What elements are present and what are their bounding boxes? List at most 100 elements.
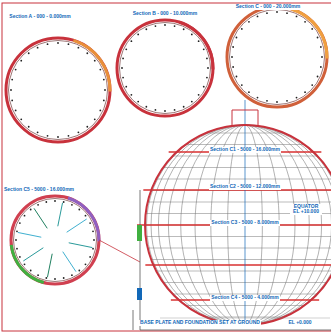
stiffener-dot <box>125 48 127 50</box>
stiffener-dot <box>231 56 233 58</box>
stiffener-dot <box>89 256 91 258</box>
section-label: Section B - 000 - 10.000mm <box>132 11 198 17</box>
stiffener-dot <box>317 76 319 78</box>
stiffener-dot <box>145 28 147 30</box>
section-ring <box>227 7 328 107</box>
stiffener-dot <box>11 100 13 102</box>
stiffener-dot <box>37 47 39 49</box>
stiffener-dot <box>37 274 39 276</box>
stiffener-dot <box>137 101 139 103</box>
stiffener-dot <box>85 215 87 217</box>
stiffener-dot <box>57 42 59 44</box>
stiffener-dot <box>15 239 17 241</box>
stiffener-dot <box>248 91 250 93</box>
stiffener-dot <box>77 47 79 49</box>
spoke <box>47 254 52 278</box>
stiffener-dot <box>30 209 32 211</box>
stiffener-dot <box>174 109 176 111</box>
stiffener-dot <box>92 230 94 232</box>
stiffener-dot <box>78 270 80 272</box>
stiffener-dot <box>257 16 259 18</box>
stiffener-dot <box>206 77 208 79</box>
stiffener-dot <box>94 118 96 120</box>
support-marker <box>137 225 142 241</box>
sphere-elevation <box>133 100 331 330</box>
stiffener-dot <box>257 97 259 99</box>
stiffener-dot <box>183 106 185 108</box>
ring-inner <box>9 41 108 140</box>
stiffener-dot <box>78 209 80 211</box>
stiffener-dot <box>130 40 132 42</box>
stiffener-dot <box>47 135 49 137</box>
ring-segment <box>291 8 328 59</box>
dimension-line <box>160 318 330 319</box>
stiffener-dot <box>203 86 205 88</box>
stiffener-dot <box>276 101 278 103</box>
section-label: EL +0.000 <box>287 320 312 326</box>
stiffener-dot <box>320 66 322 68</box>
section-label: Section C1 - 5000 - 16.000mm <box>209 147 281 153</box>
stiffener-dot <box>57 136 59 138</box>
stiffener-dot <box>183 28 185 30</box>
stiffener-dot <box>99 109 101 111</box>
stiffener-dot <box>145 106 147 108</box>
stiffener-dot <box>296 16 298 18</box>
stiffener-dot <box>236 37 238 39</box>
stiffener-dot <box>19 222 21 224</box>
stiffener-dot <box>276 11 278 13</box>
section-ring <box>117 20 215 116</box>
stiffener-dot <box>24 215 26 217</box>
sheet-border <box>2 3 331 331</box>
stiffener-dot <box>16 248 18 250</box>
stiffener-dot <box>68 43 70 45</box>
stiffener-dot <box>86 52 88 54</box>
ring-segment <box>179 21 215 70</box>
stiffener-dot <box>130 94 132 96</box>
stiffener-dot <box>20 118 22 120</box>
spoke <box>69 243 93 248</box>
section-label: Section C - 000 - 20.000mm <box>235 4 301 10</box>
stiffener-dot <box>125 86 127 88</box>
stiffener-dot <box>311 84 313 86</box>
parallel <box>151 259 331 260</box>
stiffener-dot <box>304 21 306 23</box>
leader-line <box>99 240 140 262</box>
ring-segment <box>68 197 101 242</box>
stiffener-dot <box>16 230 18 232</box>
stiffener-dot <box>203 48 205 50</box>
section-label: Section C4 - 5000 - 4.000mm <box>210 295 279 301</box>
stiffener-dot <box>11 79 13 81</box>
spoke <box>58 203 63 227</box>
stiffener-dot <box>311 28 313 30</box>
stiffener-dot <box>241 84 243 86</box>
stiffener-dot <box>20 60 22 62</box>
stiffener-dot <box>68 135 70 137</box>
spoke <box>18 232 42 237</box>
ring-segment <box>73 39 112 92</box>
stiffener-dot <box>24 263 26 265</box>
support-marker <box>137 288 142 300</box>
section-label: Section C3 - 5000 - 8.000mm <box>210 220 279 226</box>
parallel <box>156 271 331 272</box>
stiffener-dot <box>155 109 157 111</box>
stiffener-dot <box>155 25 157 27</box>
stiffener-dot <box>15 69 17 71</box>
ring-segment <box>10 245 44 284</box>
spoke <box>63 252 76 272</box>
section-band <box>145 264 331 266</box>
stiffener-dot <box>85 263 87 265</box>
ring-inner <box>230 10 325 105</box>
stiffener-dot <box>45 277 47 279</box>
stiffener-dot <box>207 67 209 69</box>
sphere-outline <box>145 125 331 325</box>
stiffener-dot <box>99 69 101 71</box>
stiffener-dot <box>37 204 39 206</box>
stiffener-dot <box>236 76 238 78</box>
stiffener-dot <box>164 24 166 26</box>
spoke <box>67 219 87 232</box>
stiffener-dot <box>47 43 49 45</box>
stiffener-dot <box>121 67 123 69</box>
stiffener-dot <box>232 46 234 48</box>
stiffener-dot <box>320 46 322 48</box>
